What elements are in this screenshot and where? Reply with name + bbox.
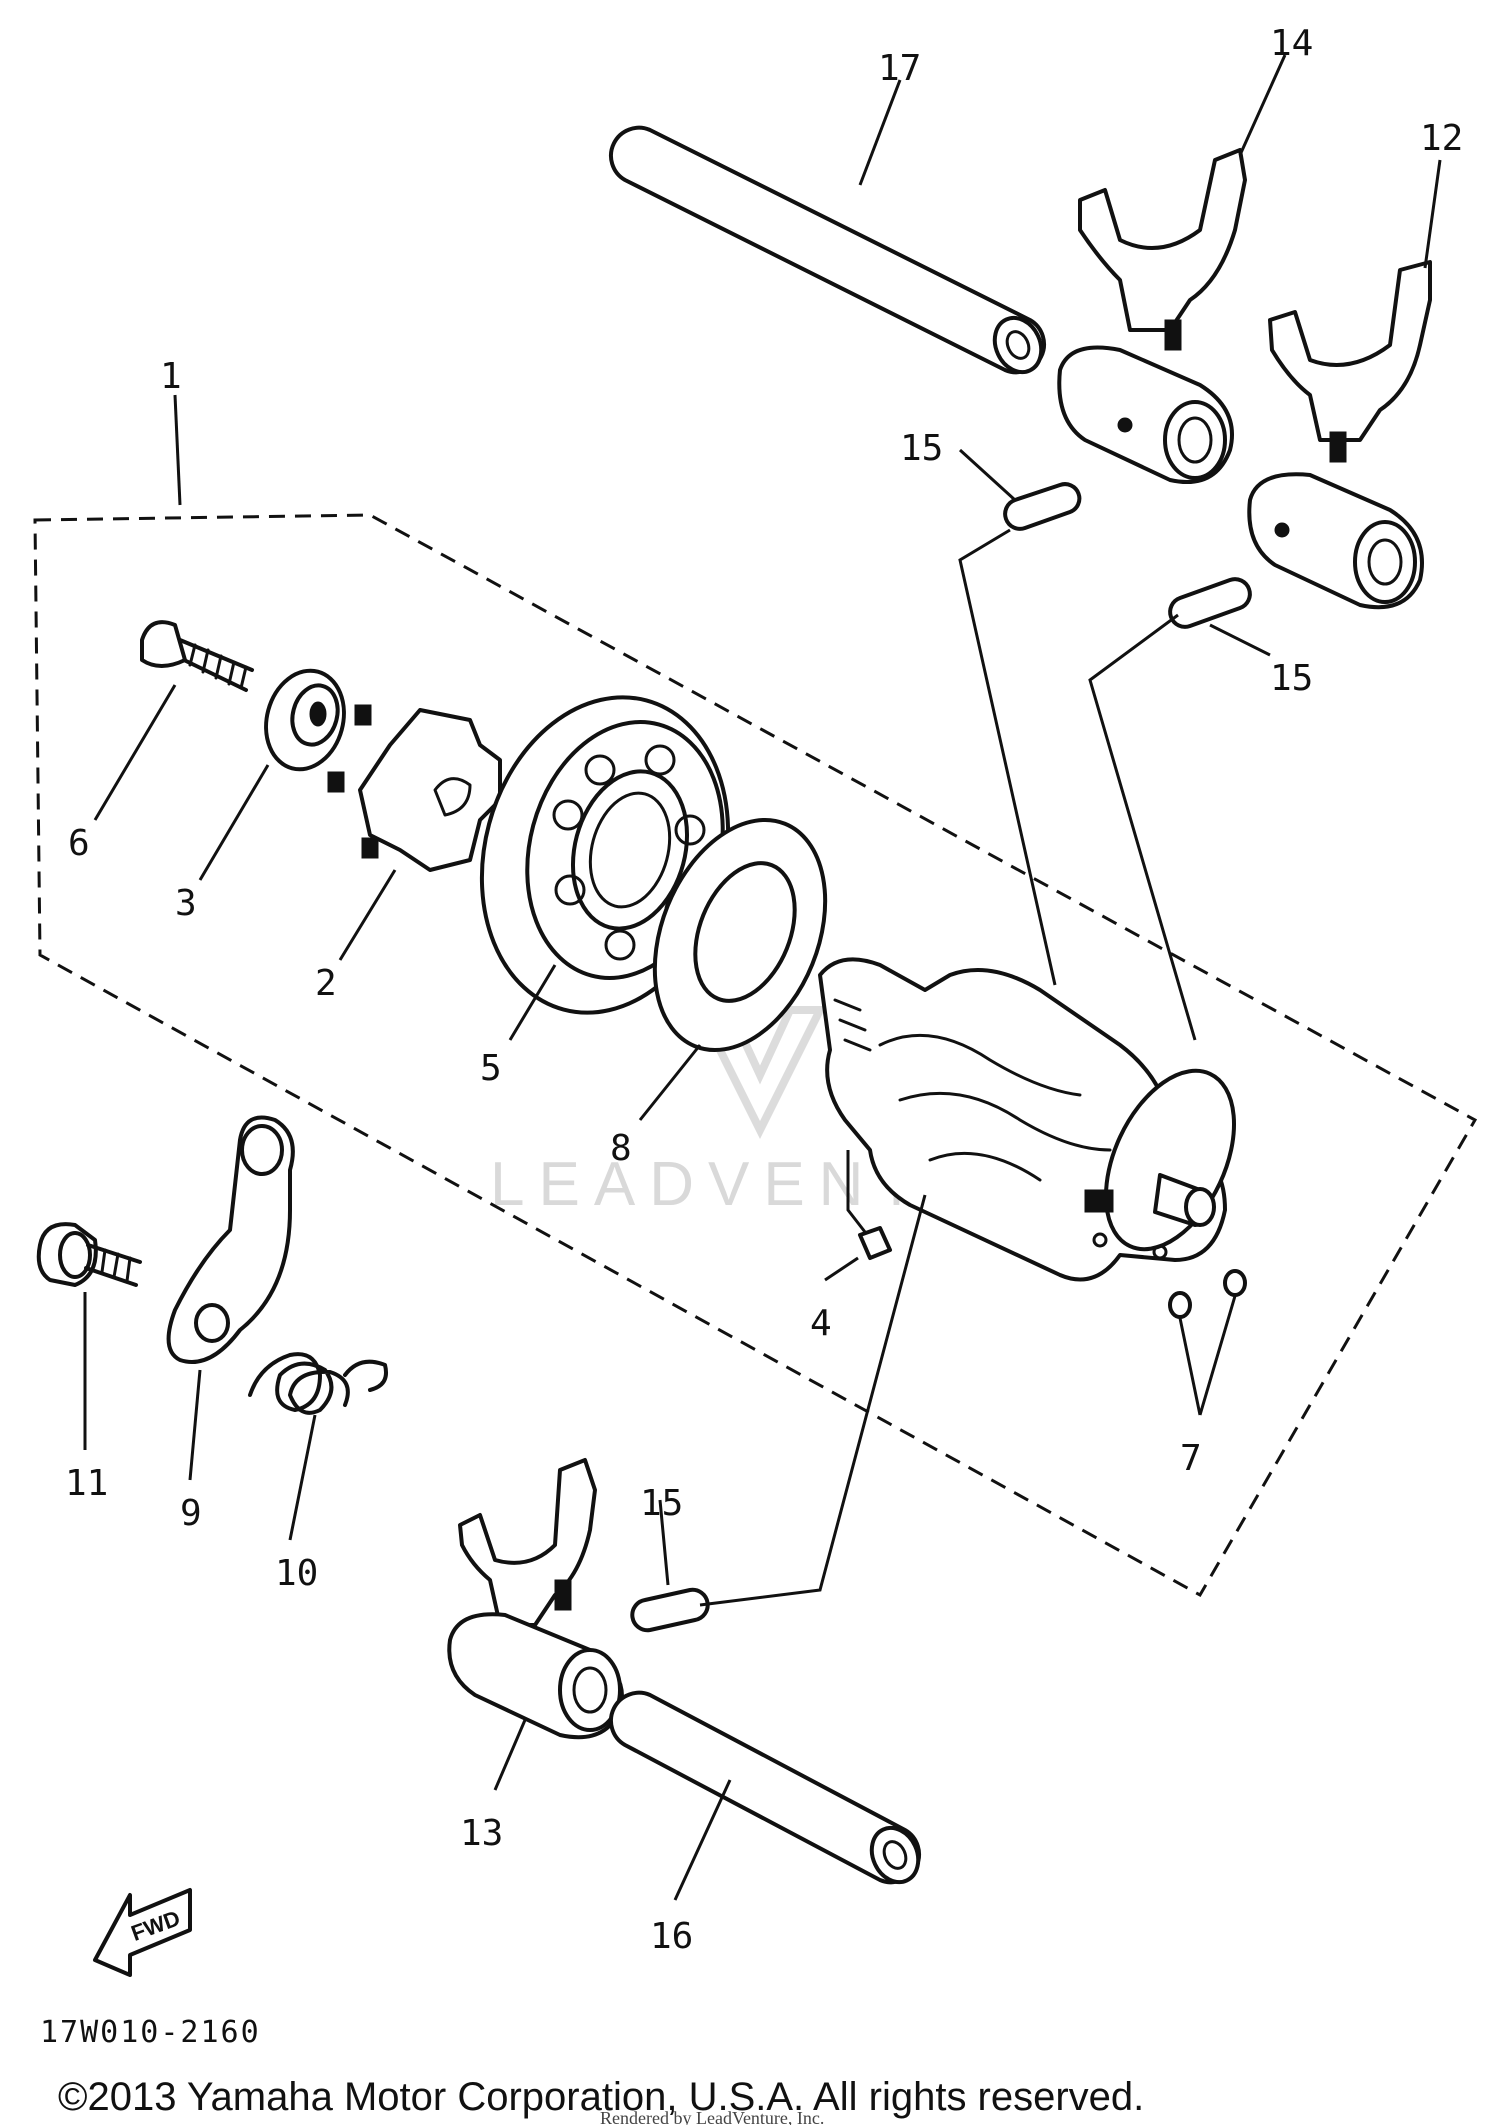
callout-15-right[interactable]: 15 [1270,658,1313,699]
callout-12[interactable]: 12 [1420,118,1463,159]
rendered-by-notice: Rendered by LeadVenture, Inc. [600,2108,824,2125]
part-11-bolt[interactable] [36,1222,142,1287]
callout-6[interactable]: 6 [68,823,90,864]
callout-11[interactable]: 11 [65,1463,108,1504]
part-15-pin-lower[interactable] [630,1587,710,1633]
callout-4[interactable]: 4 [810,1303,832,1344]
callout-15-upper[interactable]: 15 [900,428,943,469]
part-12-shift-fork[interactable] [1247,260,1432,610]
callout-3[interactable]: 3 [175,883,197,924]
callout-8[interactable]: 8 [610,1128,632,1169]
part-2-segment[interactable] [327,704,502,872]
fwd-arrow-icon: FWD [93,1888,192,1977]
callout-7[interactable]: 7 [1180,1438,1202,1479]
copyright-notice: ©2013 Yamaha Motor Corporation, U.S.A. A… [58,2075,1144,2119]
part-4-pin[interactable] [858,1226,892,1260]
part-7-pins[interactable] [1168,1269,1247,1319]
leader-lines [83,54,1442,1901]
callouts: 1 2 3 4 5 6 7 8 9 10 11 12 13 14 15 15 1… [65,23,1463,1957]
part-8-washer[interactable] [623,795,858,1076]
callout-16[interactable]: 16 [650,1916,693,1957]
assembly-1-boundary [33,513,1478,1598]
part-13-shift-fork[interactable] [447,1458,624,1740]
callout-5[interactable]: 5 [480,1048,502,1089]
part-17-guide-bar[interactable] [608,125,1050,380]
part-3-collar[interactable] [255,662,354,778]
callout-9[interactable]: 9 [180,1493,202,1534]
callout-2[interactable]: 2 [315,963,337,1004]
callout-15-lower[interactable]: 15 [640,1483,683,1524]
assembly-line-lower-pin [699,1194,927,1607]
callout-1[interactable]: 1 [160,356,182,397]
callout-14[interactable]: 14 [1270,23,1313,64]
part-15-pin-upper[interactable] [1003,482,1082,531]
callout-13[interactable]: 13 [460,1813,503,1854]
callout-17[interactable]: 17 [878,48,921,89]
assembly-line-right-pin [1088,613,1197,1041]
assembly-line-upper-pin [958,528,1057,986]
shift-drum[interactable] [818,957,1260,1282]
part-16-guide-bar[interactable] [608,1690,927,1890]
part-14-shift-fork[interactable] [1057,148,1247,484]
part-10-spring[interactable] [248,1352,388,1415]
part-9-stopper-lever[interactable] [166,1115,295,1364]
part-15-pin-right[interactable] [1168,577,1252,629]
part-6-screw[interactable] [140,620,254,692]
diagram-part-code: 17W010-2160 [40,2015,261,2050]
assembly-line-pin-4 [846,1150,867,1233]
callout-10[interactable]: 10 [275,1553,318,1594]
